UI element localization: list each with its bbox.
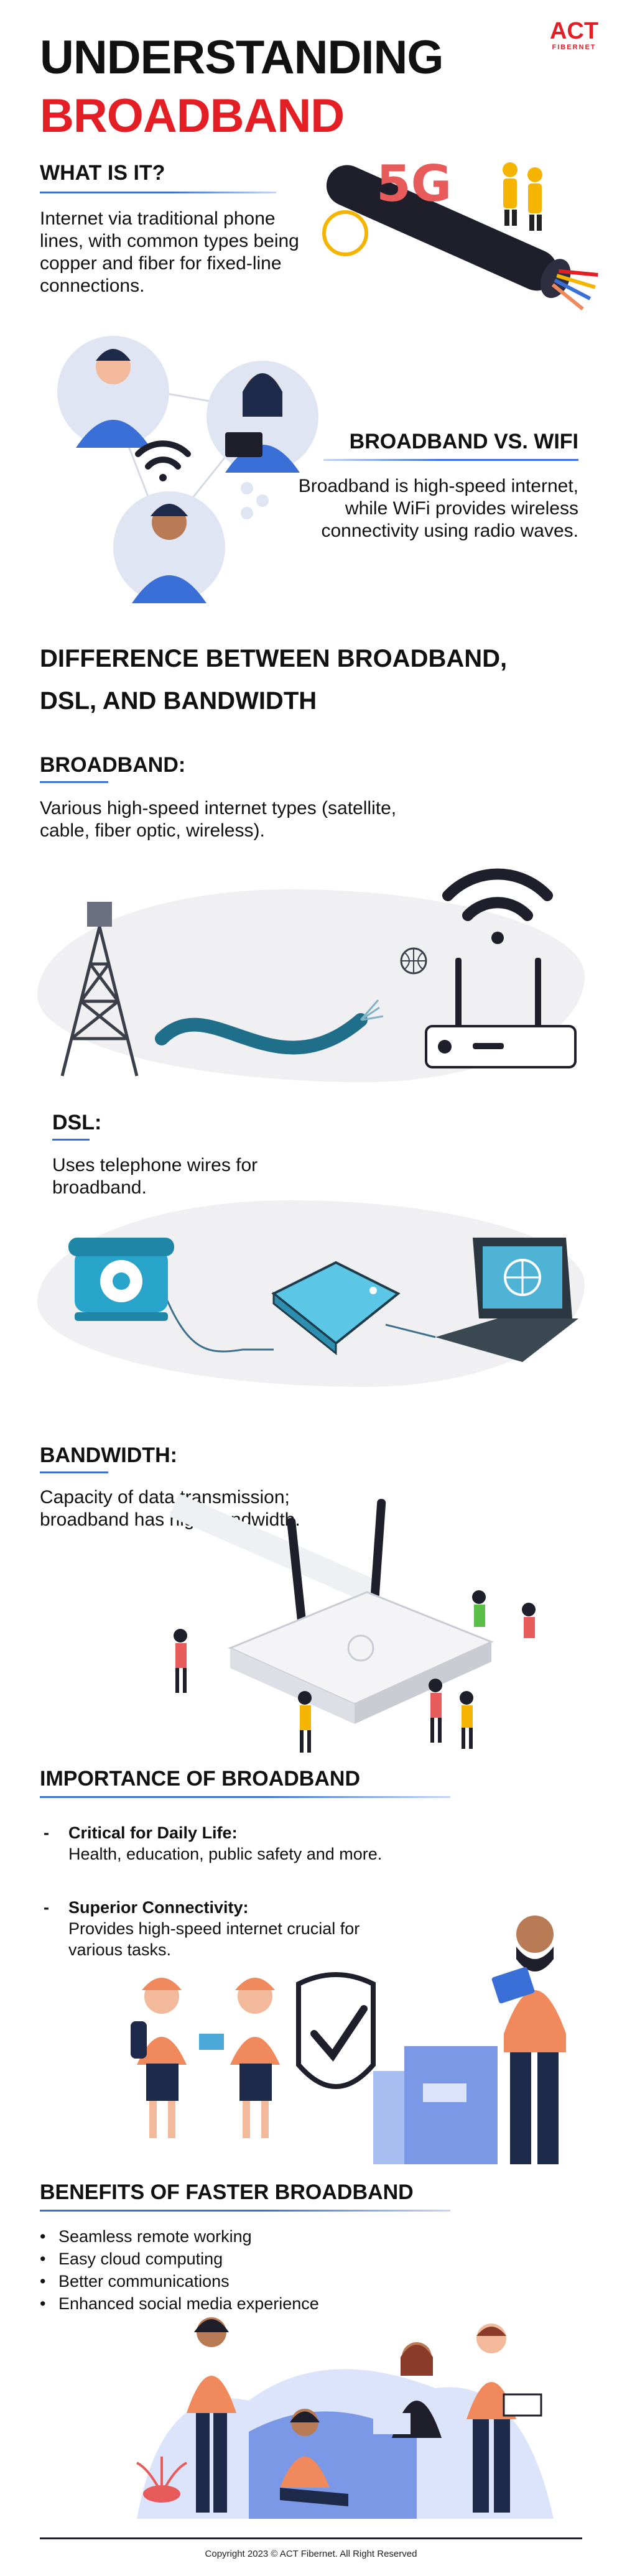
child-figure-right <box>199 1978 280 2138</box>
fiber-cable-icon <box>155 1013 368 1055</box>
5g-cable-illustration: 5G <box>322 155 598 311</box>
benefits-heading: BENEFITS OF FASTER BROADBAND <box>40 2180 414 2204</box>
section-rule <box>40 781 108 783</box>
page-title-line1: UNDERSTANDING <box>40 31 443 84</box>
globe-icon <box>400 947 427 975</box>
section-rule <box>52 1139 90 1141</box>
tower-icon <box>60 902 139 1077</box>
telephone-icon <box>68 1238 174 1321</box>
page-title-line2: BROADBAND <box>40 90 345 142</box>
shield-check-icon <box>296 1972 376 2089</box>
broadband-vs-wifi-heading: BROADBAND VS. WIFI <box>349 430 578 453</box>
what-is-it-heading: WHAT IS IT? <box>40 161 165 185</box>
bandwidth-router-illustration <box>169 1493 536 1753</box>
benefits-list-item: Easy cloud computing <box>40 2248 425 2270</box>
difference-heading-line2: DSL, AND BANDWIDTH <box>40 687 317 715</box>
broadband-text: Various high-speed internet types (satel… <box>40 798 397 841</box>
5g-badge: 5G <box>376 155 452 213</box>
modem-icon <box>271 1261 401 1356</box>
bandwidth-text: Capacity of data transmission; broadband… <box>40 1487 300 1530</box>
child-figure-left <box>131 1978 187 2138</box>
importance-item-title: Superior Connectivity: <box>68 1898 249 1917</box>
footer-rule <box>40 2537 582 2539</box>
difference-heading-line1: DIFFERENCE BETWEEN BROADBAND, <box>40 645 508 672</box>
act-logo: ACT FIBERNET <box>540 19 608 51</box>
woman-sitting-figure <box>280 2409 348 2506</box>
person-laptop-figure <box>373 2342 442 2438</box>
box-icon <box>373 2046 498 2164</box>
dsl-illustration <box>68 1238 578 1362</box>
laptop-icon <box>435 1238 578 1362</box>
importance-item-1: -Critical for Daily Life: Health, educat… <box>44 1822 442 1865</box>
people-network-illustration <box>57 336 318 603</box>
importance-item-text: Provides high-speed internet crucial for… <box>68 1919 360 1959</box>
section-rule <box>40 1471 108 1473</box>
broadband-illustration <box>60 868 577 1077</box>
difference-heading: DIFFERENCE BETWEEN BROADBAND, DSL, AND B… <box>40 637 507 722</box>
importance-heading: IMPORTANCE OF BROADBAND <box>40 1767 361 1791</box>
section-rule <box>40 192 276 193</box>
wifi-icon <box>442 868 553 944</box>
dsl-text: Uses telephone wires for broadband. <box>52 1155 258 1198</box>
bandwidth-heading: BANDWIDTH: <box>40 1443 177 1467</box>
logo-main: ACT <box>549 18 599 44</box>
importance-item-title: Critical for Daily Life: <box>68 1823 238 1842</box>
broadband-vs-wifi-text: Broadband is high-speed internet, while … <box>298 476 578 541</box>
woman-standing-figure <box>187 2317 236 2513</box>
importance-item-text: Health, education, public safety and mor… <box>68 1845 383 1863</box>
benefits-list-item: Seamless remote working <box>40 2225 425 2248</box>
what-is-it-text: Internet via traditional phone lines, wi… <box>40 208 299 296</box>
logo-sub: FIBERNET <box>552 44 596 51</box>
section-rule <box>323 459 578 461</box>
benefits-illustration <box>136 2317 554 2519</box>
benefits-list: Seamless remote working Easy cloud compu… <box>40 2225 425 2315</box>
man-laptop-figure <box>466 2323 542 2513</box>
router-icon <box>425 958 577 1068</box>
benefits-list-item: Enhanced social media experience <box>40 2292 425 2315</box>
footer-copyright: Copyright 2023 © ACT Fibernet. All Right… <box>205 2549 417 2559</box>
dsl-heading: DSL: <box>52 1111 102 1134</box>
importance-item-2: -Superior Connectivity: Provides high-sp… <box>44 1897 392 1960</box>
man-figure <box>491 1916 566 2164</box>
broadband-heading: BROADBAND: <box>40 753 186 777</box>
benefits-list-item: Better communications <box>40 2270 425 2292</box>
wifi-icon <box>135 440 191 481</box>
section-rule <box>40 1796 450 1798</box>
section-rule <box>40 2210 450 2212</box>
importance-illustration <box>131 1916 566 2164</box>
